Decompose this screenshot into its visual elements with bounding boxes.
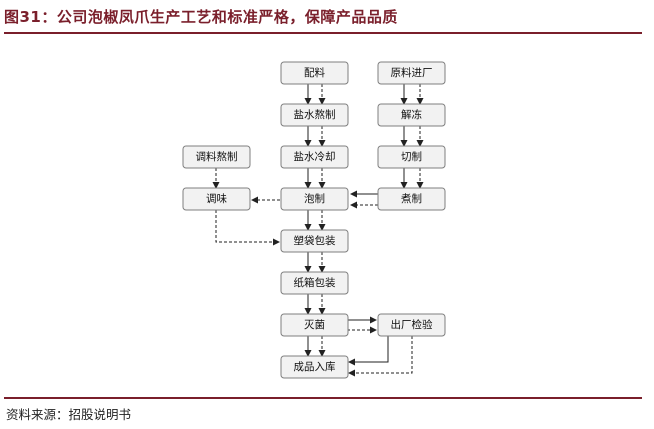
node-chuchang-jianyan: 出厂检验 <box>377 313 446 337</box>
figure-title: 图31：公司泡椒凤爪生产工艺和标准严格，保障产品品质 <box>4 8 398 26</box>
edge-chuchang-chengpin-solid <box>348 336 389 366</box>
node-peiliao: 配料 <box>280 61 349 85</box>
svg-text:切制: 切制 <box>401 150 422 163</box>
svg-text:泡制: 泡制 <box>304 192 325 205</box>
svg-text:调味: 调味 <box>206 193 227 205</box>
svg-text:配料: 配料 <box>304 66 325 79</box>
svg-text:煮制: 煮制 <box>401 192 422 205</box>
node-qiezhi: 切制 <box>377 145 446 169</box>
svg-text:塑袋包装: 塑袋包装 <box>294 234 336 247</box>
node-miejun: 灭菌 <box>280 313 349 337</box>
svg-text:灭菌: 灭菌 <box>304 319 325 331</box>
node-tiaowei: 调味 <box>182 187 251 211</box>
svg-text:纸箱包装: 纸箱包装 <box>294 276 336 289</box>
source-divider <box>4 397 642 399</box>
svg-text:盐水熬制: 盐水熬制 <box>294 108 336 121</box>
node-yuanliao: 原料进厂 <box>377 61 446 85</box>
svg-text:成品入库: 成品入库 <box>294 360 336 373</box>
source-note: 资料来源：招股说明书 <box>6 407 132 422</box>
node-chengpin-ruku: 成品入库 <box>280 355 349 379</box>
node-paozhi: 泡制 <box>280 187 349 211</box>
node-yanshui-aozhi: 盐水熬制 <box>280 103 349 127</box>
node-zhixiang-baozhuang: 纸箱包装 <box>280 271 349 295</box>
svg-text:解冻: 解冻 <box>401 108 422 121</box>
svg-text:盐水冷却: 盐水冷却 <box>294 150 336 163</box>
edge-tiaowei-suliao <box>215 210 280 246</box>
node-yanshui-lengque: 盐水冷却 <box>280 145 349 169</box>
svg-text:出厂检验: 出厂检验 <box>391 318 433 331</box>
svg-text:原料进厂: 原料进厂 <box>391 66 433 79</box>
title-divider <box>4 32 642 34</box>
node-tiaoliao-aozhi: 调料熬制 <box>182 145 251 169</box>
node-zhuzhi: 煮制 <box>377 187 446 211</box>
edge-chuchang-chengpin-dashed <box>348 336 413 377</box>
node-suliao-baozhuang: 塑袋包装 <box>280 229 349 253</box>
svg-text:调料熬制: 调料熬制 <box>196 150 238 163</box>
node-jiedong: 解冻 <box>377 103 446 127</box>
